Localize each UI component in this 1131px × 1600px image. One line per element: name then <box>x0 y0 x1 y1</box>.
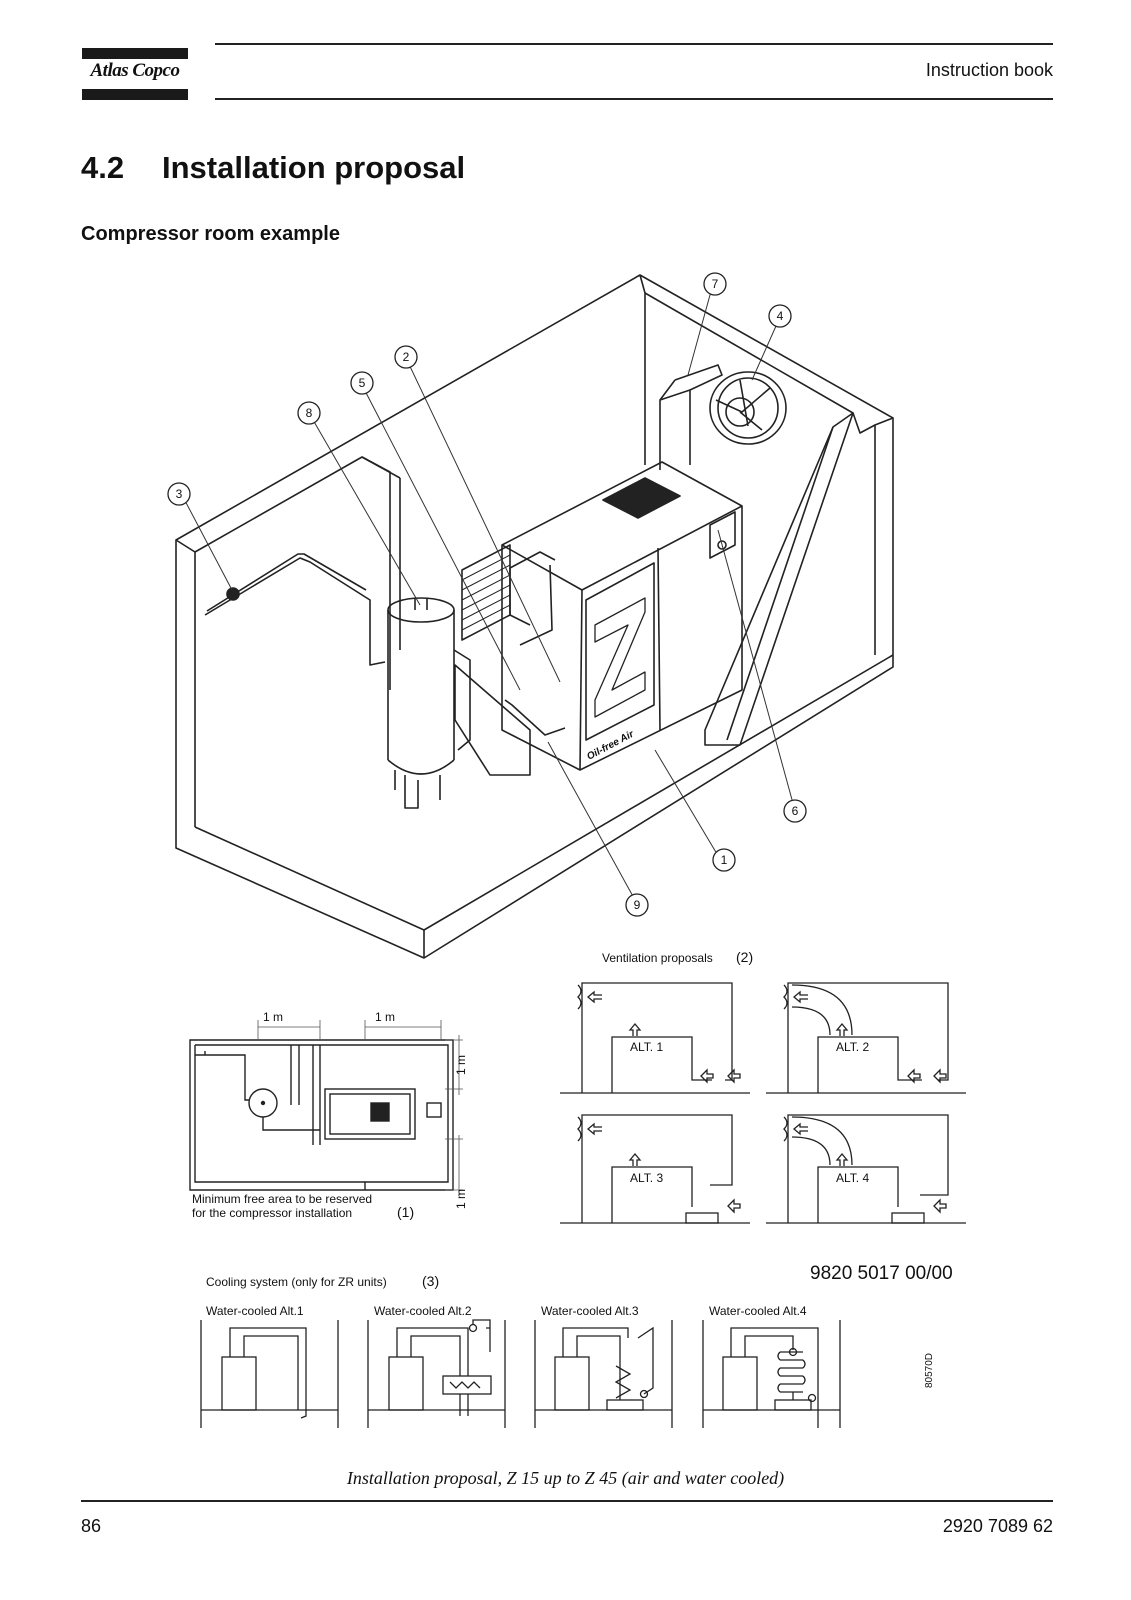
ventilation-alt-1: ALT. 1 <box>630 1040 663 1054</box>
footer-rule <box>81 1500 1053 1502</box>
cooling-system-drawing: Cooling system (only for ZR units) (3) W… <box>200 1273 935 1428</box>
floor-dim-top-1: 1 m <box>263 1010 283 1024</box>
cooling-ref: (3) <box>422 1273 439 1289</box>
ventilation-alt-2: ALT. 2 <box>836 1040 869 1054</box>
floor-note-line1: Minimum free area to be reserved <box>192 1192 372 1206</box>
drawing-number: 9820 5017 00/00 <box>810 1263 953 1284</box>
callout-6: 6 <box>792 804 799 818</box>
callout-4: 4 <box>777 309 784 323</box>
cooling-alt-4: Water-cooled Alt.4 <box>709 1304 807 1318</box>
brand-logo: Atlas Copco <box>90 60 180 81</box>
page-number: 86 <box>81 1516 102 1536</box>
cooling-alt-2: Water-cooled Alt.2 <box>374 1304 472 1318</box>
callout-2: 2 <box>403 350 410 364</box>
callout-8: 8 <box>306 406 313 420</box>
section-title: 4.2 Installation proposal <box>81 150 465 186</box>
header-doc-type: Instruction book <box>925 60 1053 80</box>
floor-note-ref: (1) <box>397 1204 414 1220</box>
ventilation-proposals-drawing: Ventilation proposals (2) <box>560 949 966 1224</box>
ventilation-alt-4: ALT. 4 <box>836 1171 869 1185</box>
footer-doc-number: 2920 7089 62 <box>942 1516 1053 1536</box>
header-rule-bottom <box>215 98 1053 100</box>
section-subtitle: Compressor room example <box>81 223 340 245</box>
ventilation-alt-3: ALT. 3 <box>630 1171 663 1185</box>
callout-1: 1 <box>721 853 728 867</box>
cooling-title: Cooling system (only for ZR units) <box>206 1275 387 1289</box>
floor-dim-side-2: 1 m <box>454 1189 468 1209</box>
logo-bar-top <box>82 48 188 59</box>
ventilation-title: Ventilation proposals <box>602 951 713 965</box>
floor-dim-side-1: 1 m <box>454 1055 468 1075</box>
cooling-alt-3: Water-cooled Alt.3 <box>541 1304 639 1318</box>
callout-5: 5 <box>359 376 366 390</box>
header-rule-top <box>215 43 1053 45</box>
section-title-text: Installation proposal <box>162 150 466 185</box>
logo-bar-bottom <box>82 89 188 100</box>
cooling-alt-1: Water-cooled Alt.1 <box>206 1304 304 1318</box>
callout-7: 7 <box>712 277 719 291</box>
floor-plan-drawing: 1 m 1 m 1 m 1 m Minimum free area to be … <box>189 1010 468 1220</box>
section-number: 4.2 <box>81 150 125 185</box>
cooling-figure-code: 80570D <box>924 1353 935 1388</box>
callout-9: 9 <box>634 898 641 912</box>
figure-caption: Installation proposal, Z 15 up to Z 45 (… <box>346 1468 785 1488</box>
floor-note-line2: for the compressor installation <box>192 1206 352 1220</box>
floor-dim-top-2: 1 m <box>375 1010 395 1024</box>
ventilation-ref: (2) <box>736 949 753 965</box>
callout-3: 3 <box>176 487 183 501</box>
compressor-room-drawing: 7 4 2 5 8 3 6 1 9 Oil-free Air <box>167 272 894 959</box>
